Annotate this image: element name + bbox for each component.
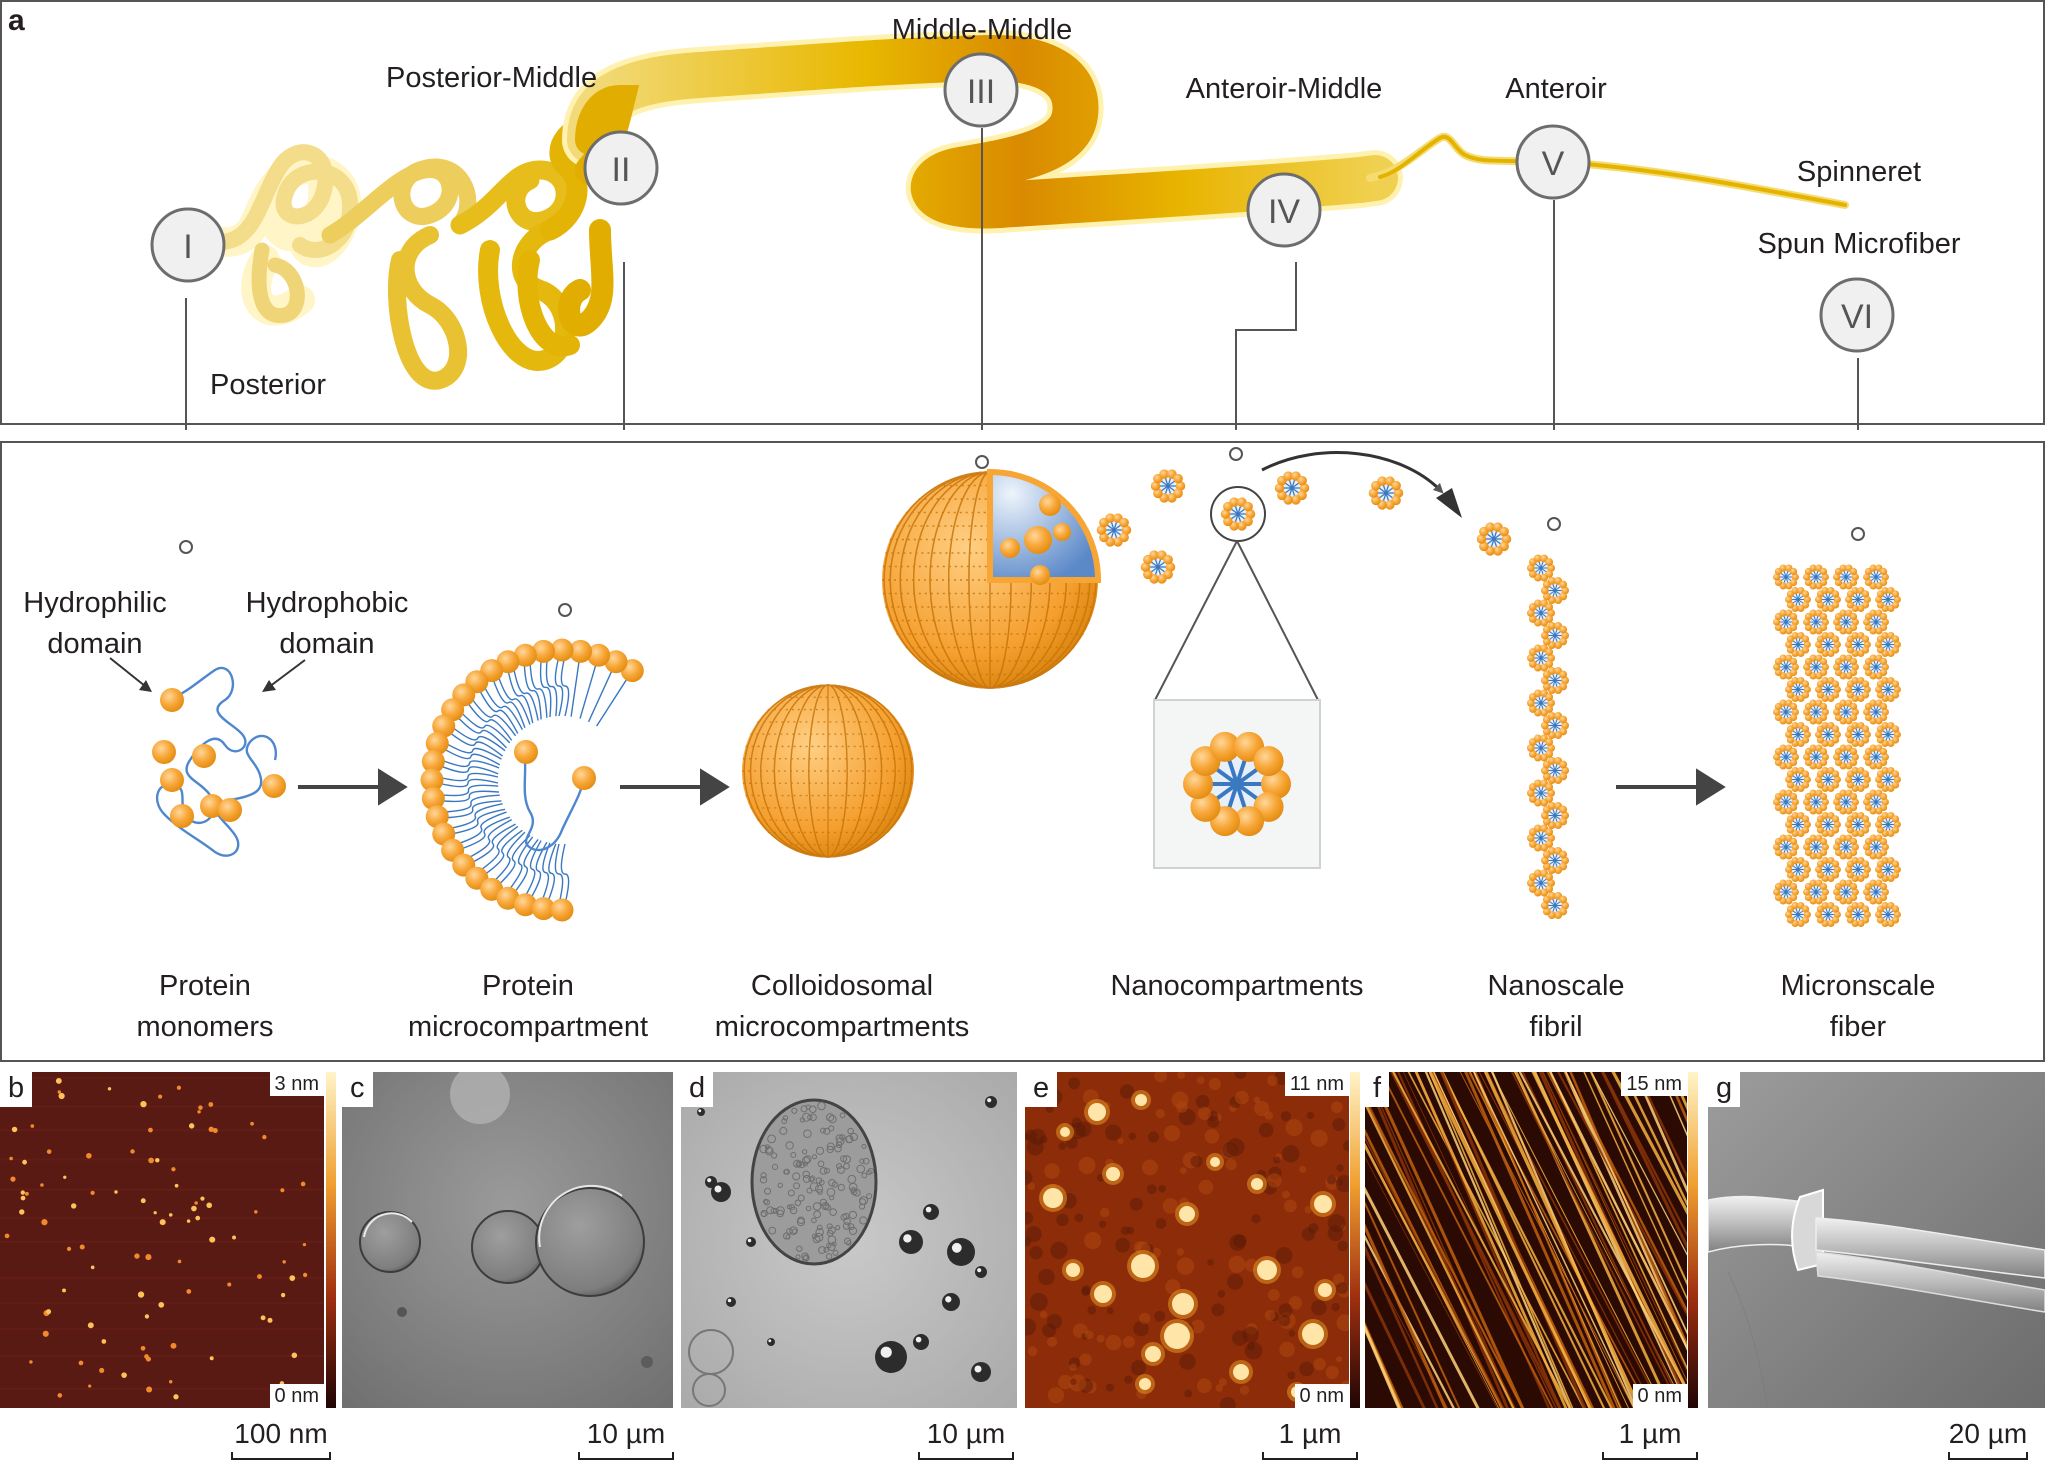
scale-bar-d-label: 10 µm <box>926 1418 1006 1449</box>
scale-bar-b: 100 nm <box>228 1420 334 1460</box>
micrograph-letter-g: g <box>1708 1072 1741 1107</box>
optical-image-c <box>342 1072 673 1408</box>
stage-marker-iii: III <box>966 73 996 111</box>
stage-marker-i: I <box>183 228 193 266</box>
afm-colorbar-e <box>1350 1072 1360 1408</box>
micrograph-letter-c: c <box>342 1072 373 1107</box>
afm-colorbar-b <box>326 1072 336 1408</box>
caption-protein-monomers-line2: monomers <box>136 1011 274 1043</box>
optical-image-d <box>681 1072 1017 1408</box>
label-hydrophobic-line2: domain <box>279 628 375 660</box>
floating-nanocompartments <box>1096 469 1512 584</box>
afm-image-f <box>1365 1072 1687 1408</box>
stage-marker-ii: II <box>611 151 631 189</box>
stage-marker-circles <box>150 52 1895 353</box>
afm-image-b <box>0 1072 324 1408</box>
protein-monomers <box>152 666 286 857</box>
label-posterior: Posterior <box>210 369 327 401</box>
scale-bar-g: 20 µm <box>1940 1420 2036 1460</box>
protein-microcompartment <box>420 638 644 922</box>
caption-nanocompartments-line1: Nanocompartments <box>1110 970 1364 1002</box>
label-spinneret: Spinneret <box>1796 156 1922 188</box>
scale-bar-g-label: 20 µm <box>1948 1418 2028 1449</box>
micrograph-letter-b: b <box>0 1072 33 1107</box>
label-hydrophilic: Hydrophilic domain <box>23 583 166 665</box>
afm-min-f: 0 nm <box>1632 1384 1687 1408</box>
scale-bar-e-label: 1 µm <box>1278 1418 1342 1449</box>
scale-bar-f: 1 µm <box>1602 1420 1698 1460</box>
colloidosomal-microcompartment <box>742 684 914 858</box>
label-hydrophilic-line2: domain <box>47 628 143 660</box>
afm-min-b: 0 nm <box>269 1384 324 1408</box>
label-middle-middle: Middle-Middle <box>891 14 1073 46</box>
micrograph-letter-e: e <box>1025 1072 1058 1107</box>
caption-protein-monomers-line1: Protein <box>159 970 251 1002</box>
posterior-coils <box>214 114 614 390</box>
caption-nanoscale-fibril: Nanoscale fibril <box>1487 966 1624 1048</box>
gland-panel <box>0 0 2045 425</box>
afm-image-e <box>1025 1072 1349 1408</box>
scale-bar-c-label: 10 µm <box>586 1418 666 1449</box>
stage-marker-vi: VI <box>1840 298 1874 336</box>
micrograph-f: f 15 nm 0 nm <box>1365 1072 1687 1408</box>
micrograph-c: c <box>342 1072 673 1408</box>
silk-gland-illustration <box>150 30 1895 430</box>
afm-max-f: 15 nm <box>1621 1072 1687 1096</box>
curved-arrow <box>1261 451 1444 494</box>
stage-marker-iv: IV <box>1267 193 1301 231</box>
micrograph-e: e 11 nm 0 nm <box>1025 1072 1349 1408</box>
afm-min-e: 0 nm <box>1294 1384 1349 1408</box>
label-spun-microfiber: Spun Microfiber <box>1757 228 1961 260</box>
caption-colloidosomal: Colloidosomal microcompartments <box>715 966 970 1048</box>
panel-letter-a: a <box>8 4 25 37</box>
process-arrows <box>298 768 1726 806</box>
free-monomer <box>514 740 596 852</box>
leader-endpoints <box>179 447 1865 617</box>
label-posterior-middle: Posterior-Middle <box>386 62 598 94</box>
leader-lines <box>185 128 1859 430</box>
scale-bar-d: 10 µm <box>918 1420 1014 1460</box>
label-hydrophobic-line1: Hydrophobic <box>245 587 409 619</box>
assembly-panel <box>0 441 2045 1062</box>
caption-colloidosomal-line1: Colloidosomal <box>750 970 934 1002</box>
caption-nanoscale-fibril-line1: Nanoscale <box>1487 970 1625 1002</box>
caption-protein-monomers: Protein monomers <box>137 966 274 1048</box>
afm-colorbar-f <box>1688 1072 1698 1408</box>
caption-micronscale-fiber: Micronscale fiber <box>1781 966 1936 1048</box>
caption-colloidosomal-line2: microcompartments <box>714 1011 970 1043</box>
label-hydrophobic: Hydrophobic domain <box>246 583 409 665</box>
micrograph-g: g <box>1708 1072 2045 1408</box>
micrograph-letter-d: d <box>681 1072 714 1107</box>
zoom-lines <box>1154 540 1319 701</box>
colloidosome-cutaway <box>882 468 1102 689</box>
caption-micronscale-fiber-line1: Micronscale <box>1780 970 1936 1002</box>
afm-max-e: 11 nm <box>1284 1072 1349 1096</box>
scale-bar-f-label: 1 µm <box>1618 1418 1682 1449</box>
sem-image-g <box>1708 1072 2045 1408</box>
afm-max-b: 3 nm <box>269 1072 324 1096</box>
scale-bar-c: 10 µm <box>578 1420 674 1460</box>
label-anterior: Anteroir <box>1505 73 1607 105</box>
caption-nanoscale-fibril-line2: fibril <box>1529 1011 1583 1043</box>
nanoscale-fibril <box>1526 554 1570 920</box>
caption-nanocompartments: Nanocompartments <box>1110 966 1363 1007</box>
micronscale-fiber <box>1773 564 1901 928</box>
scale-bar-e: 1 µm <box>1262 1420 1358 1460</box>
assembly-schematic <box>109 447 1901 928</box>
scale-bar-b-label: 100 nm <box>234 1418 328 1449</box>
caption-micronscale-fiber-line2: fiber <box>1829 1011 1887 1043</box>
micrograph-d: d <box>681 1072 1017 1408</box>
nanocompartment-detail <box>1183 731 1291 837</box>
stage-marker-v: V <box>1541 145 1565 183</box>
micrograph-b: b 3 nm 0 nm <box>0 1072 324 1408</box>
label-hydrophilic-line1: Hydrophilic <box>23 587 167 619</box>
caption-protein-microcompartment: Protein microcompartment <box>408 966 648 1048</box>
caption-protein-microcompartment-line1: Protein <box>482 970 574 1002</box>
label-anterior-middle: Anteroir-Middle <box>1185 73 1383 105</box>
micrograph-letter-f: f <box>1365 1072 1390 1107</box>
caption-protein-microcompartment-line2: microcompartment <box>407 1011 649 1043</box>
